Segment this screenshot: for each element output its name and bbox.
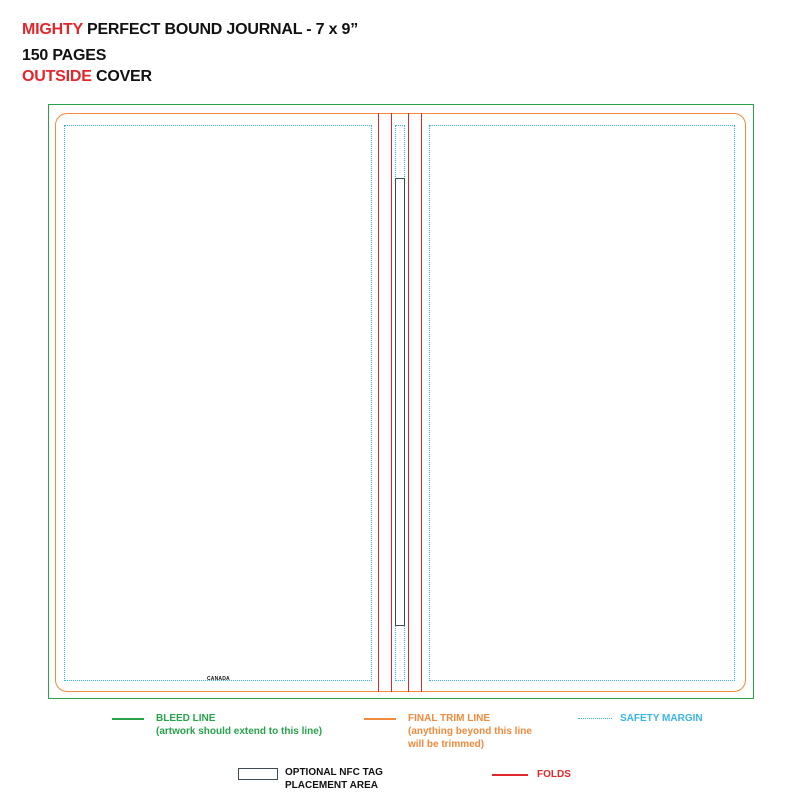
legend-trim-note-1: (anything beyond this line [408,726,532,737]
page-title: MIGHTY PERFECT BOUND JOURNAL - 7 x 9” [22,20,358,40]
page-count: 150 PAGES [22,47,107,64]
legend-bleed-note: (artwork should extend to this line) [156,726,323,737]
title-accent-outside: OUTSIDE [22,68,92,85]
legend-folds-swatch [492,774,528,776]
legend-bleed-title: BLEED LINE [156,713,216,724]
title-cover: COVER [91,68,152,85]
legend-trim-label: FINAL TRIM LINE (anything beyond this li… [408,712,532,751]
legend-nfc-title-2: PLACEMENT AREA [285,780,378,791]
legend-nfc-label: OPTIONAL NFC TAG PLACEMENT AREA [285,766,383,792]
fold-line [408,113,409,692]
country-label: CANADA [207,676,230,682]
legend-safety-title: SAFETY MARGIN [620,713,703,724]
trim-line-back-cover [55,113,383,692]
legend-nfc-title-1: OPTIONAL NFC TAG [285,767,383,778]
legend-trim-note-2: will be trimmed) [408,739,485,750]
safety-margin-back-cover [64,125,372,681]
legend-trim-title: FINAL TRIM LINE [408,713,491,724]
legend-safety-swatch [578,718,612,719]
trim-line-front-cover [418,113,746,692]
trim-line-spine-bottom [383,691,418,692]
legend-bleed-swatch [112,718,144,720]
bleed-line [48,104,754,699]
nfc-tag-placement-area [395,178,405,626]
legend-nfc-swatch [238,768,278,780]
legend-bleed-label: BLEED LINE (artwork should extend to thi… [156,712,322,738]
fold-line [391,113,392,692]
safety-margin-front-cover [429,125,735,681]
title-product: PERFECT BOUND JOURNAL - 7 x 9” [82,21,359,38]
fold-line [421,113,422,692]
legend-safety-label: SAFETY MARGIN [620,712,703,725]
legend-trim-swatch [364,718,396,720]
trim-line-spine-top [383,113,418,114]
legend-folds-label: FOLDS [537,768,571,781]
title-accent-mighty: MIGHTY [22,21,83,38]
cover-side-title: OUTSIDE COVER [22,67,152,87]
legend-folds-title: FOLDS [537,769,571,780]
fold-line [378,113,379,692]
